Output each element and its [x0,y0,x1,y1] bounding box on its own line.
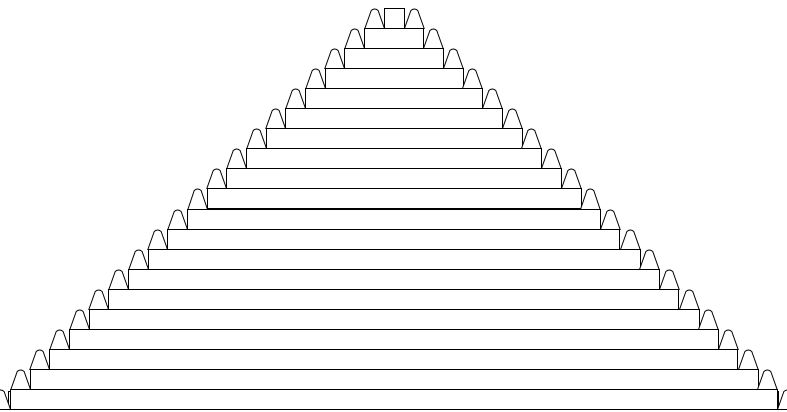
pyramid-tier [90,310,700,330]
pyramid-ledge-triangle-left [168,210,188,230]
pyramid-ledge-triangle-right [660,270,680,290]
pyramid-ledge-triangle-left [345,29,365,49]
pyramid-tier [149,250,641,270]
pyramid-ledge-triangle-right [483,89,503,109]
pyramid-ledge-triangle-left [148,230,168,250]
pyramid-ledge-triangle-right [424,29,444,49]
pyramid-ledge-triangle-left [266,109,286,129]
pyramid-ledge-triangle-left [286,89,306,109]
pyramid-tier [208,189,582,209]
pyramid-ledge-triangle-right [699,310,719,330]
pyramid-ledge-triangle-right [621,230,641,250]
pyramid-tier [306,89,483,109]
pyramid-tier [11,390,778,410]
pyramid-ledge-triangle-right [640,250,660,270]
pyramid-ledge-triangle-left [365,9,385,29]
pyramid-ledge-triangle-left [30,350,50,370]
pyramid-ledge-triangle-right [739,350,759,370]
pyramid-ledge-triangle-right [444,49,464,69]
pyramid-ledge-triangle-left [109,270,129,290]
pyramid-tier [129,270,660,290]
pyramid-ledge-triangle-left [207,169,227,189]
pyramid-tier [188,210,601,230]
pyramid-tier [286,109,503,129]
pyramid-tier [345,49,444,69]
pyramid-top-block [385,9,405,29]
pyramid-ledge-triangle-right [680,290,700,310]
pyramid-tier [267,129,523,149]
pyramid-ledge-triangle-left [89,290,109,310]
pyramid-ledge-triangle-left [227,149,247,169]
pyramid-ledge-triangle-right [503,109,523,129]
pyramid-ledge-triangle-left [50,330,70,350]
pyramid-tier [247,149,542,169]
pyramid-tier [365,29,424,49]
pyramid-tier [31,370,759,390]
pyramid-ledge-triangle-right [562,169,582,189]
pyramid-ledge-triangle-right [601,210,621,230]
pyramid-ledge-triangle-right [522,129,542,149]
pyramid-ledge-triangle-left [188,189,208,210]
pyramid-tier [168,230,620,250]
pyramid-tier [70,330,719,350]
pyramid-tier [109,290,679,310]
pyramid-ledge-triangle-left [70,310,90,330]
pyramid-ledge-triangle-left [325,49,345,69]
pyramid-ledge-triangle-right [463,69,483,89]
pyramid-ledge-triangle-right [405,9,425,29]
pyramid-ledge-triangle-left [129,250,149,270]
pyramid-tier [326,69,464,89]
pyramid-ledge-triangle-right [719,330,739,350]
pyramid-tier [227,169,562,189]
pyramid-ledge-triangle-right [758,370,778,390]
pyramid-ledge-triangle-left [306,69,326,89]
pyramid-ledge-triangle-left [247,129,267,149]
pyramid-tier [50,350,738,370]
pyramid-ledge-triangle-right [581,189,601,210]
pyramid-ledge-triangle-left [11,370,31,390]
pyramid-ledge-triangle-right [542,149,562,169]
